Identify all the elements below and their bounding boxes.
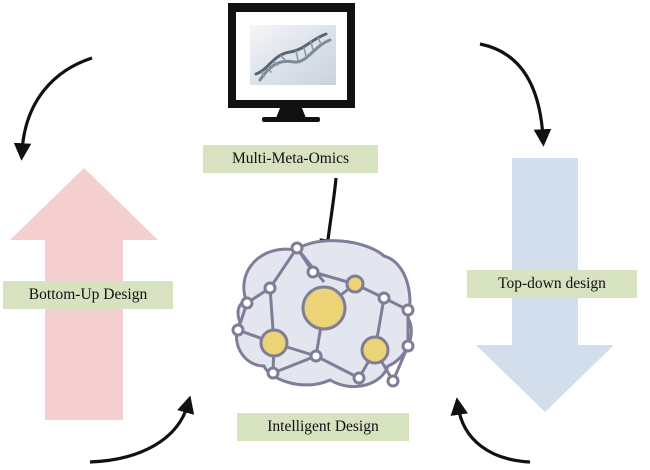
bottom-up-design-label: Bottom-Up Design — [3, 281, 173, 309]
curved-arrow-bottom-left — [89, 395, 195, 464]
intelligent-design-label: Intelligent Design — [237, 413, 409, 441]
curved-arrow-bottom-right — [450, 397, 531, 464]
arrow-omics-to-brain — [319, 177, 338, 257]
top-down-design-label: Top-down design — [467, 270, 637, 298]
dna-helix-icon — [254, 32, 332, 82]
curved-arrow-top-left — [13, 56, 93, 161]
multi-meta-omics-label: Multi-Meta-Omics — [203, 145, 378, 173]
brain-network-icon — [231, 239, 415, 389]
monitor-icon — [228, 3, 355, 122]
curved-arrow-top-right — [479, 42, 552, 147]
